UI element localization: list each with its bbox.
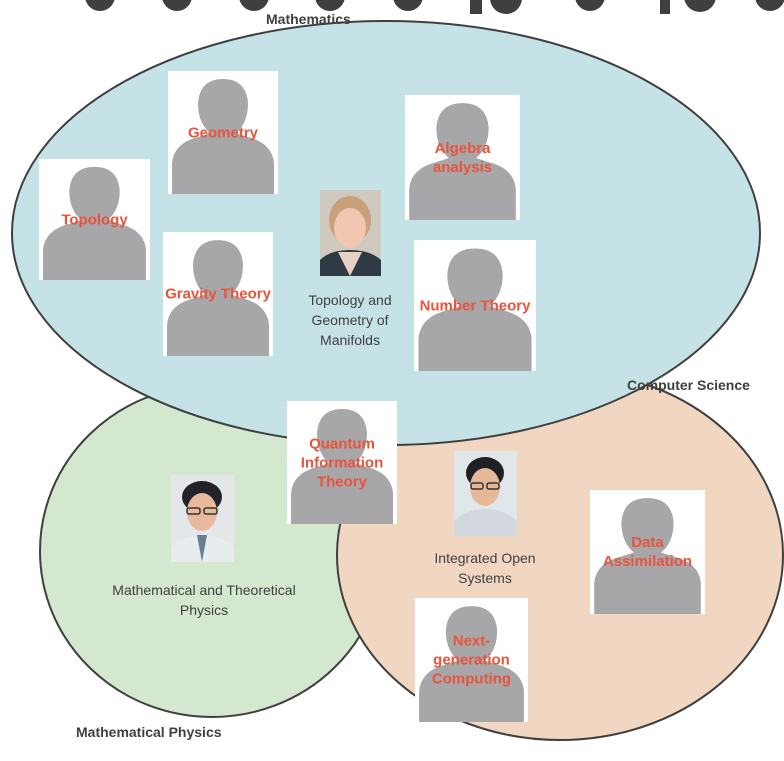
topic-card-gravity-theory: Gravity Theory <box>163 232 273 356</box>
region-label-computer-science: Computer Science <box>627 377 750 393</box>
region-label-mathematics: Mathematics <box>266 11 351 27</box>
group-caption-topology-geometry: Topology and Geometry of Manifolds <box>308 292 392 348</box>
photo-mathematical-theoretical-physics-leader <box>171 475 234 562</box>
topic-label-algebra-analysis: Algebra analysis <box>432 139 493 176</box>
topic-card-quantum-information-theory: Quantum Information Theory <box>287 401 397 524</box>
topic-label-next-generation-computing: Next-generation Computing <box>431 632 512 688</box>
region-label-mathematical-physics: Mathematical Physics <box>76 724 222 740</box>
topic-label-topology: Topology <box>61 211 128 228</box>
topic-card-geometry: Geometry <box>168 71 278 194</box>
group-caption-mathematical-theoretical-physics: Mathematical and Theoretical Physics <box>112 582 296 618</box>
topic-label-number-theory: Number Theory <box>419 297 531 314</box>
photo-topology-geometry-leader <box>320 190 381 276</box>
topic-label-quantum-information-theory: Quantum Information Theory <box>300 435 384 490</box>
photo-integrated-open-systems-leader <box>454 451 517 536</box>
person-silhouette-icon <box>594 498 701 614</box>
topic-card-data-assimilation: Data Assimilation <box>590 490 705 614</box>
header-fragment <box>0 0 784 14</box>
topic-label-gravity-theory: Gravity Theory <box>165 285 271 303</box>
topic-card-topology: Topology <box>39 159 150 280</box>
person-silhouette-icon <box>419 606 524 722</box>
topic-card-next-generation-computing: Next-generation Computing <box>415 598 528 722</box>
topic-card-algebra-analysis: Algebra analysis <box>405 95 520 220</box>
person-silhouette-icon <box>291 409 393 524</box>
person-silhouette-icon <box>172 79 274 194</box>
person-silhouette-icon <box>418 248 532 371</box>
group-caption-integrated-open-systems: Integrated Open Systems <box>434 550 536 586</box>
person-silhouette-icon <box>409 103 516 220</box>
topic-label-data-assimilation: Data Assimilation <box>602 534 693 570</box>
person-silhouette-icon <box>43 166 146 280</box>
topic-card-number-theory: Number Theory <box>414 240 536 371</box>
person-silhouette-icon <box>167 240 269 356</box>
topic-label-geometry: Geometry <box>187 124 259 141</box>
